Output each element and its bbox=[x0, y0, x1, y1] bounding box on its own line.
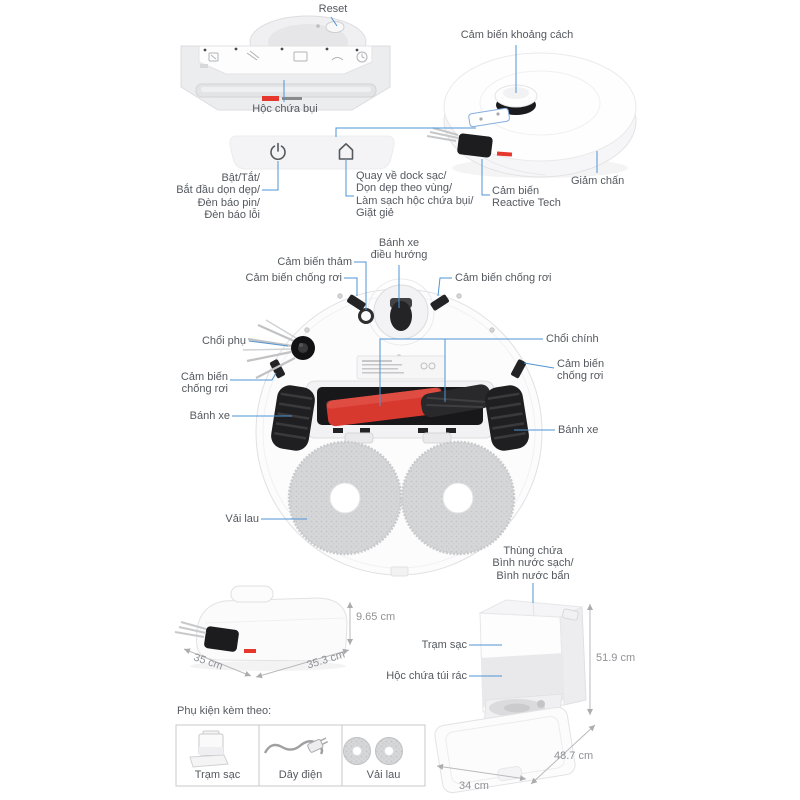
robot-top-view-figure bbox=[180, 15, 391, 111]
robot-bottom-view-figure bbox=[242, 278, 543, 577]
reset-label: Reset bbox=[318, 3, 348, 15]
main-brush-rubber bbox=[420, 384, 492, 418]
main-brush-red bbox=[326, 387, 444, 427]
caster-line-2: điều hướng bbox=[370, 249, 428, 262]
accessory-mop-image bbox=[343, 737, 403, 765]
tank-line-3: Bình nước bẩn bbox=[496, 569, 570, 582]
cliff-sensor-right-label: Cảm biến chống rơi bbox=[557, 358, 604, 383]
cliff-r-line-2: chống rơi bbox=[557, 370, 604, 383]
dock-height-dimension: 51.9 cm bbox=[596, 652, 636, 664]
leader-lines bbox=[230, 16, 598, 677]
reactive-line-2: Reactive Tech bbox=[492, 197, 561, 210]
carpet-sensor bbox=[358, 308, 374, 324]
dock-figure bbox=[434, 599, 587, 794]
rating-label bbox=[356, 355, 446, 380]
carpet-sensor-label: Cảm biến thảm bbox=[277, 256, 352, 268]
power-icon bbox=[270, 142, 286, 160]
accessory-caption-dock: Trạm sạc bbox=[194, 769, 241, 781]
power-functions-label: Bật/Tắt/ Bắt đầu dọn dẹp/ Đèn báo pin/ Đ… bbox=[148, 172, 260, 222]
power-fn-2: Bắt đầu dọn dẹp/ bbox=[176, 184, 260, 197]
brand-logo bbox=[262, 96, 279, 101]
bumper-label: Giảm chấn bbox=[571, 175, 625, 187]
power-fn-3: Đèn báo pin/ bbox=[197, 196, 260, 209]
accessory-cord-image bbox=[263, 737, 329, 755]
station-label: Trạm sạc bbox=[421, 639, 467, 651]
dust-bag-compartment bbox=[481, 653, 564, 707]
button-strip-highlight bbox=[468, 107, 510, 128]
dock-width-dimension: 34 cm bbox=[459, 780, 489, 792]
cliff-sensor-tr-label: Cảm biến chống rơi bbox=[455, 272, 552, 284]
mop-cloth-label: Vải lau bbox=[225, 513, 259, 525]
wheel-left-label: Bánh xe bbox=[189, 410, 230, 422]
instruction-sticker bbox=[198, 45, 373, 75]
dock-fn-3: Làm sạch hộc chứa bụi/ bbox=[356, 194, 474, 207]
home-icon bbox=[338, 143, 354, 160]
accessory-caption-mop: Vải lau bbox=[366, 769, 401, 781]
dock-fn-2: Dọn dẹp theo vùng/ bbox=[356, 182, 453, 195]
caster-wheel-label: Bánh xe điều hướng bbox=[347, 237, 451, 262]
accessory-dock-image bbox=[189, 730, 229, 768]
reactive-line-1: Cảm biến bbox=[492, 185, 540, 197]
power-fn-4: Đèn báo lỗi bbox=[204, 209, 260, 222]
dock-depth-dimension: 48.7 cm bbox=[554, 750, 594, 762]
cliff-l-line-1: Cảm biến bbox=[180, 371, 228, 383]
front-sensor-side bbox=[204, 626, 239, 652]
dustbox-label: Hộc chứa bụi bbox=[252, 103, 318, 115]
wheel-right-label: Bánh xe bbox=[558, 424, 599, 436]
dock-fn-1: Quay về dock sạc/ bbox=[356, 170, 447, 182]
cliff-sensors bbox=[269, 294, 527, 379]
accessories-title: Phụ kiện kèm theo: bbox=[177, 705, 272, 717]
side-brush bbox=[242, 319, 315, 379]
caster-wheel bbox=[390, 301, 412, 331]
cliff-r-line-1: Cảm biến bbox=[557, 358, 605, 370]
reset-button bbox=[325, 21, 345, 33]
cliff-sensor-tl-label: Cảm biến chống rơi bbox=[245, 272, 342, 284]
accessories-table bbox=[175, 724, 426, 787]
control-panel-figure bbox=[229, 135, 395, 170]
power-fn-1: Bật/Tắt/ bbox=[221, 172, 260, 184]
lidar-turret-side bbox=[230, 585, 274, 603]
accessory-caption-cord: Dây điện bbox=[278, 769, 323, 781]
dust-bag-label: Hộc chứa túi rác bbox=[386, 670, 467, 682]
tank-line-2: Bình nước sạch/ bbox=[492, 557, 574, 570]
dock-handle bbox=[561, 608, 579, 621]
mop-pads bbox=[287, 440, 516, 556]
dimension-lines bbox=[183, 602, 596, 785]
robot-perspective-figure bbox=[426, 52, 637, 178]
dock-functions-label: Quay về dock sạc/ Dọn dẹp theo vùng/ Làm… bbox=[356, 170, 486, 220]
cliff-l-line-2: chống rơi bbox=[181, 383, 228, 396]
tank-label: Thùng chứa Bình nước sạch/ Bình nước bẩn bbox=[477, 545, 589, 582]
side-brush-label: Chổi phụ bbox=[201, 335, 246, 347]
main-brush-label: Chổi chính bbox=[546, 333, 599, 345]
dock-fn-4: Giặt giẻ bbox=[356, 207, 394, 220]
right-wheel bbox=[485, 385, 529, 451]
reactive-tech-sensor bbox=[457, 133, 493, 158]
height-dimension: 9.65 cm bbox=[356, 611, 396, 623]
reactive-sensor-label: Cảm biến Reactive Tech bbox=[492, 185, 561, 210]
tank-line-1: Thùng chứa bbox=[503, 545, 563, 557]
left-wheel bbox=[271, 385, 315, 451]
cliff-sensor-left-label: Cảm biến chống rơi bbox=[166, 371, 228, 396]
caster-line-1: Bánh xe bbox=[378, 237, 420, 249]
distance-sensor-label: Cảm biến khoảng cách bbox=[460, 29, 574, 41]
